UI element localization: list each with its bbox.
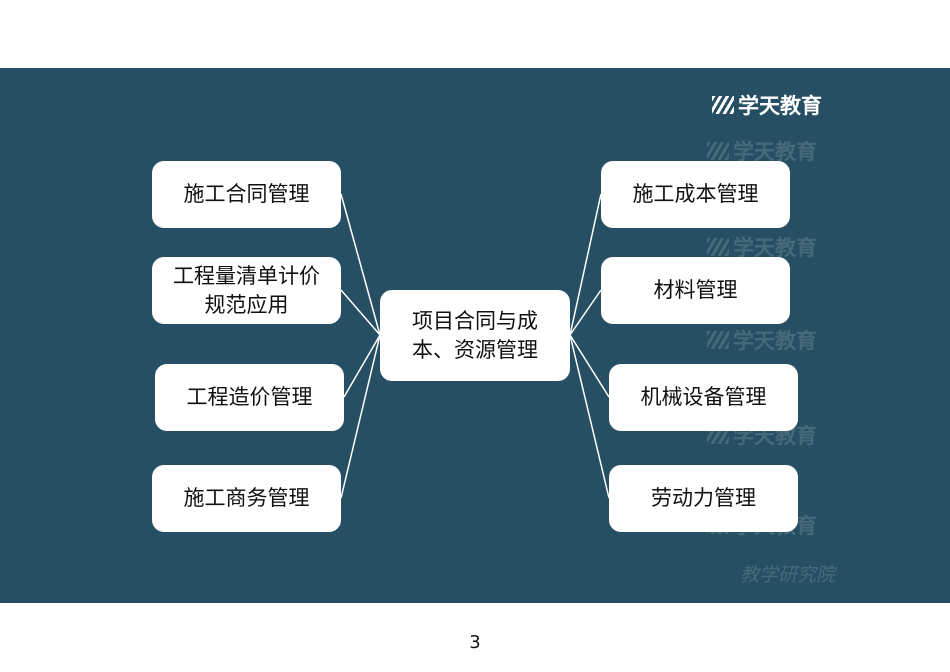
node-right-1: 材料管理	[601, 257, 790, 324]
connector	[569, 193, 602, 336]
connector	[569, 334, 610, 499]
connector	[569, 289, 602, 336]
node-center: 项目合同与成本、资源管理	[380, 290, 570, 381]
watermark-logo: 学天教育	[707, 136, 817, 166]
connector	[569, 334, 610, 398]
watermark-logo: 学天教育	[707, 325, 817, 355]
node-right-0: 施工成本管理	[601, 161, 790, 228]
node-right-3: 劳动力管理	[609, 465, 798, 532]
node-left-2: 工程造价管理	[155, 364, 344, 431]
node-right-2: 机械设备管理	[609, 364, 798, 431]
logo-mark-icon	[712, 96, 734, 114]
watermark-logo: 学天教育	[707, 232, 817, 262]
node-left-1: 工程量清单计价规范应用	[152, 257, 341, 324]
brand-logo: 学天教育	[712, 90, 822, 120]
node-left-0: 施工合同管理	[152, 161, 341, 228]
watermark-institute: 教学研究院	[740, 564, 836, 586]
connector	[340, 334, 381, 499]
node-left-3: 施工商务管理	[152, 465, 341, 532]
connector	[343, 334, 381, 398]
connector	[340, 193, 381, 336]
connector	[340, 289, 381, 336]
page-number: 3	[469, 632, 481, 653]
